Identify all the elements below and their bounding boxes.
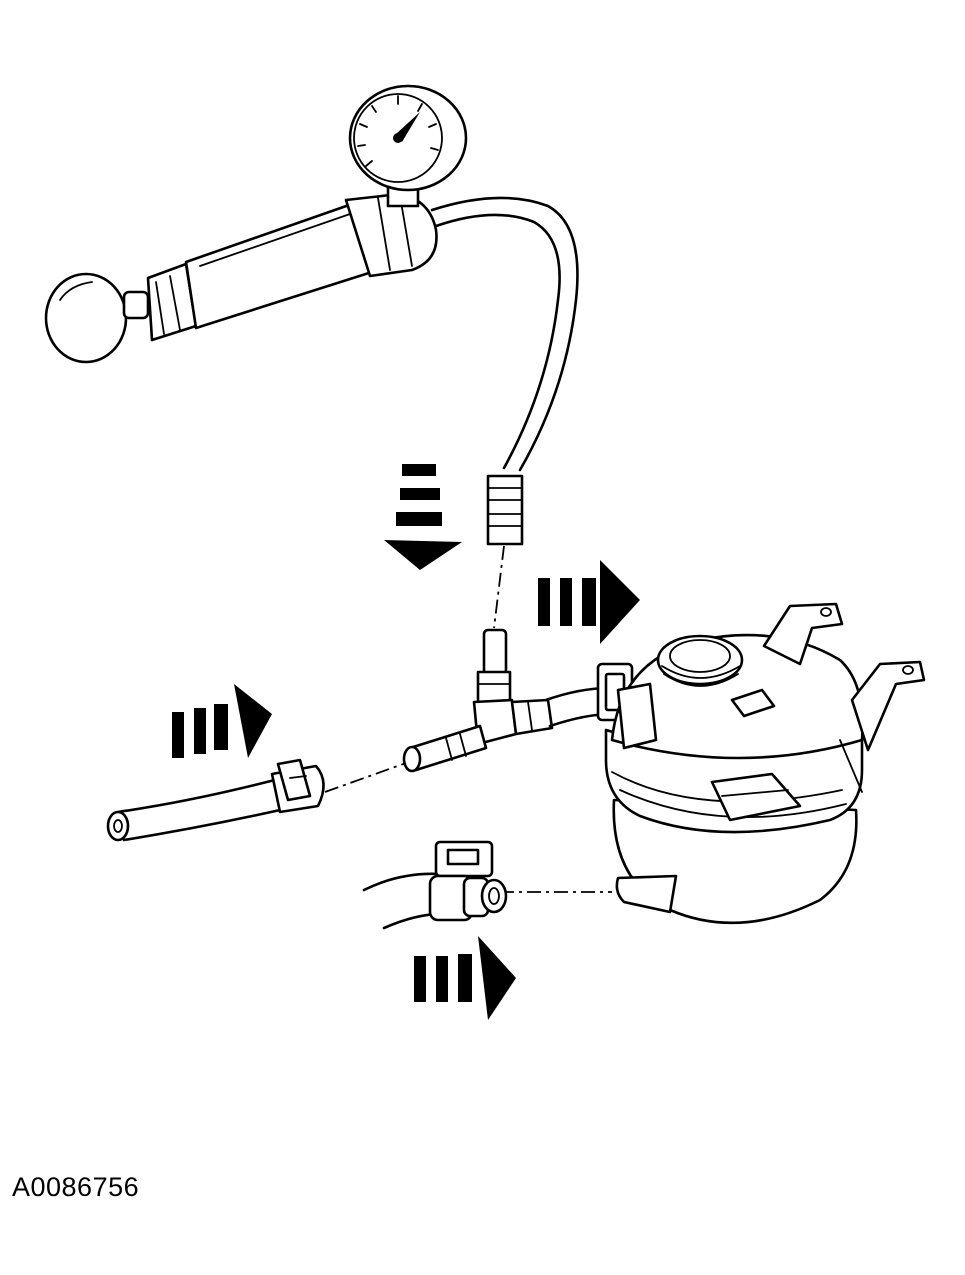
tee-adapter: [402, 628, 554, 773]
pressure-gauge: [348, 84, 468, 208]
arrow-right-to-tank: [538, 560, 640, 644]
arrow-right-to-hose: [172, 684, 272, 758]
figure-id: A0086756: [12, 1172, 140, 1202]
arrow-right-lower-hose: [414, 936, 516, 1020]
quick-coupling: [486, 474, 524, 546]
expansion-tank: [604, 602, 926, 925]
tank-filler-neck: [656, 634, 776, 718]
coolant-hose-left: [106, 758, 325, 842]
alignment-line-vertical: [493, 545, 505, 629]
pump-hose: [430, 196, 579, 472]
pressure-tester-pump: [44, 192, 438, 364]
arrow-down-to-tee: [384, 464, 462, 570]
coolant-hose-lower: [362, 840, 508, 930]
